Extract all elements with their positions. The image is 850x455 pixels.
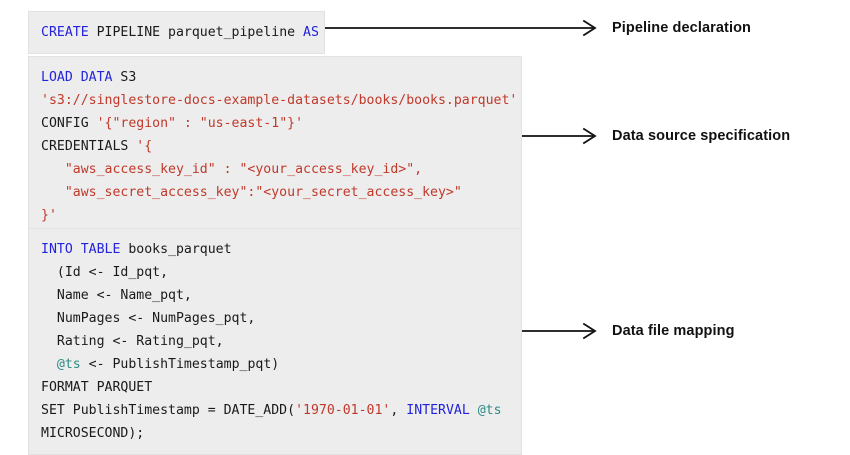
code-block-pipeline-declaration: CREATE PIPELINE parquet_pipeline AS xyxy=(28,11,325,54)
code-token: PIPELINE parquet_pipeline xyxy=(88,25,304,40)
code-token: Name <- Name_pqt, xyxy=(41,288,192,303)
code-token: SET PublishTimestamp = DATE_ADD( xyxy=(41,403,296,418)
code-line: Rating <- Rating_pqt, xyxy=(41,330,509,353)
arrow-to-data-source-specification xyxy=(522,125,600,147)
code-token: NumPages <- NumPages_pqt, xyxy=(41,311,256,326)
code-line: NumPages <- NumPages_pqt, xyxy=(41,307,509,330)
label-data-source-specification: Data source specification xyxy=(612,128,791,144)
code-token: (Id <- Id_pqt, xyxy=(41,265,169,280)
label-data-file-mapping: Data file mapping xyxy=(612,323,735,339)
code-token: , xyxy=(390,403,407,418)
code-token: }' xyxy=(41,208,57,223)
code-line: Name <- Name_pqt, xyxy=(41,284,509,307)
code-token xyxy=(470,403,478,418)
code-line: FORMAT PARQUET xyxy=(41,376,509,399)
code-token: '{"region" : "us-east-1"}' xyxy=(96,116,304,131)
code-token: 's3://singlestore-docs-example-datasets/… xyxy=(41,93,518,108)
code-line: 's3://singlestore-docs-example-datasets/… xyxy=(41,89,517,112)
code-line: LOAD DATA S3 xyxy=(41,66,509,89)
pipeline-syntax-diagram: CREATE PIPELINE parquet_pipeline AS LOAD… xyxy=(28,11,791,455)
code-line: INTO TABLE books_parquet xyxy=(41,238,509,261)
code-token: CREDENTIALS xyxy=(41,139,137,154)
code-token xyxy=(41,357,57,372)
code-line: CREATE PIPELINE parquet_pipeline AS xyxy=(41,21,319,44)
code-token: books_parquet xyxy=(120,242,232,257)
code-token: INTO TABLE xyxy=(41,242,121,257)
label-pipeline-declaration: Pipeline declaration xyxy=(612,20,751,36)
code-token: S3 xyxy=(112,70,137,85)
arrow-to-data-file-mapping xyxy=(522,320,600,342)
code-token: MICROSECOND); xyxy=(41,426,145,441)
code-line: }' xyxy=(41,204,509,227)
code-token: '{ xyxy=(136,139,153,154)
code-token: FORMAT PARQUET xyxy=(41,380,153,395)
arrow-to-pipeline-declaration xyxy=(325,17,600,39)
code-line: "aws_access_key_id" : "<your_access_key_… xyxy=(41,158,509,181)
code-block-data-source-specification: LOAD DATA S3 's3://singlestore-docs-examp… xyxy=(28,56,522,237)
code-line: SET PublishTimestamp = DATE_ADD('1970-01… xyxy=(41,399,509,422)
code-line: "aws_secret_access_key":"<your_secret_ac… xyxy=(41,181,509,204)
code-token: "aws_access_key_id" : "<your_access_key_… xyxy=(41,162,423,177)
code-token: CREATE xyxy=(41,25,89,40)
code-token: "aws_secret_access_key":"<your_secret_ac… xyxy=(41,185,462,200)
code-token: CONFIG xyxy=(41,116,97,131)
code-line: CONFIG '{"region" : "us-east-1"}' xyxy=(41,112,509,135)
code-token: <- PublishTimestamp_pqt) xyxy=(80,357,280,372)
code-token: '1970-01-01' xyxy=(295,403,391,418)
code-line: CREDENTIALS '{ xyxy=(41,135,509,158)
code-token: LOAD DATA xyxy=(41,70,113,85)
code-token: @ts xyxy=(56,357,81,372)
code-token: INTERVAL xyxy=(406,403,470,418)
code-token: @ts xyxy=(477,403,502,418)
code-line: MICROSECOND); xyxy=(41,422,509,445)
code-token: AS xyxy=(303,25,319,40)
code-token: Rating <- Rating_pqt, xyxy=(41,334,224,349)
code-line: @ts <- PublishTimestamp_pqt) xyxy=(41,353,509,376)
code-block-data-file-mapping: INTO TABLE books_parquet (Id <- Id_pqt, … xyxy=(28,228,522,455)
code-line: (Id <- Id_pqt, xyxy=(41,261,509,284)
